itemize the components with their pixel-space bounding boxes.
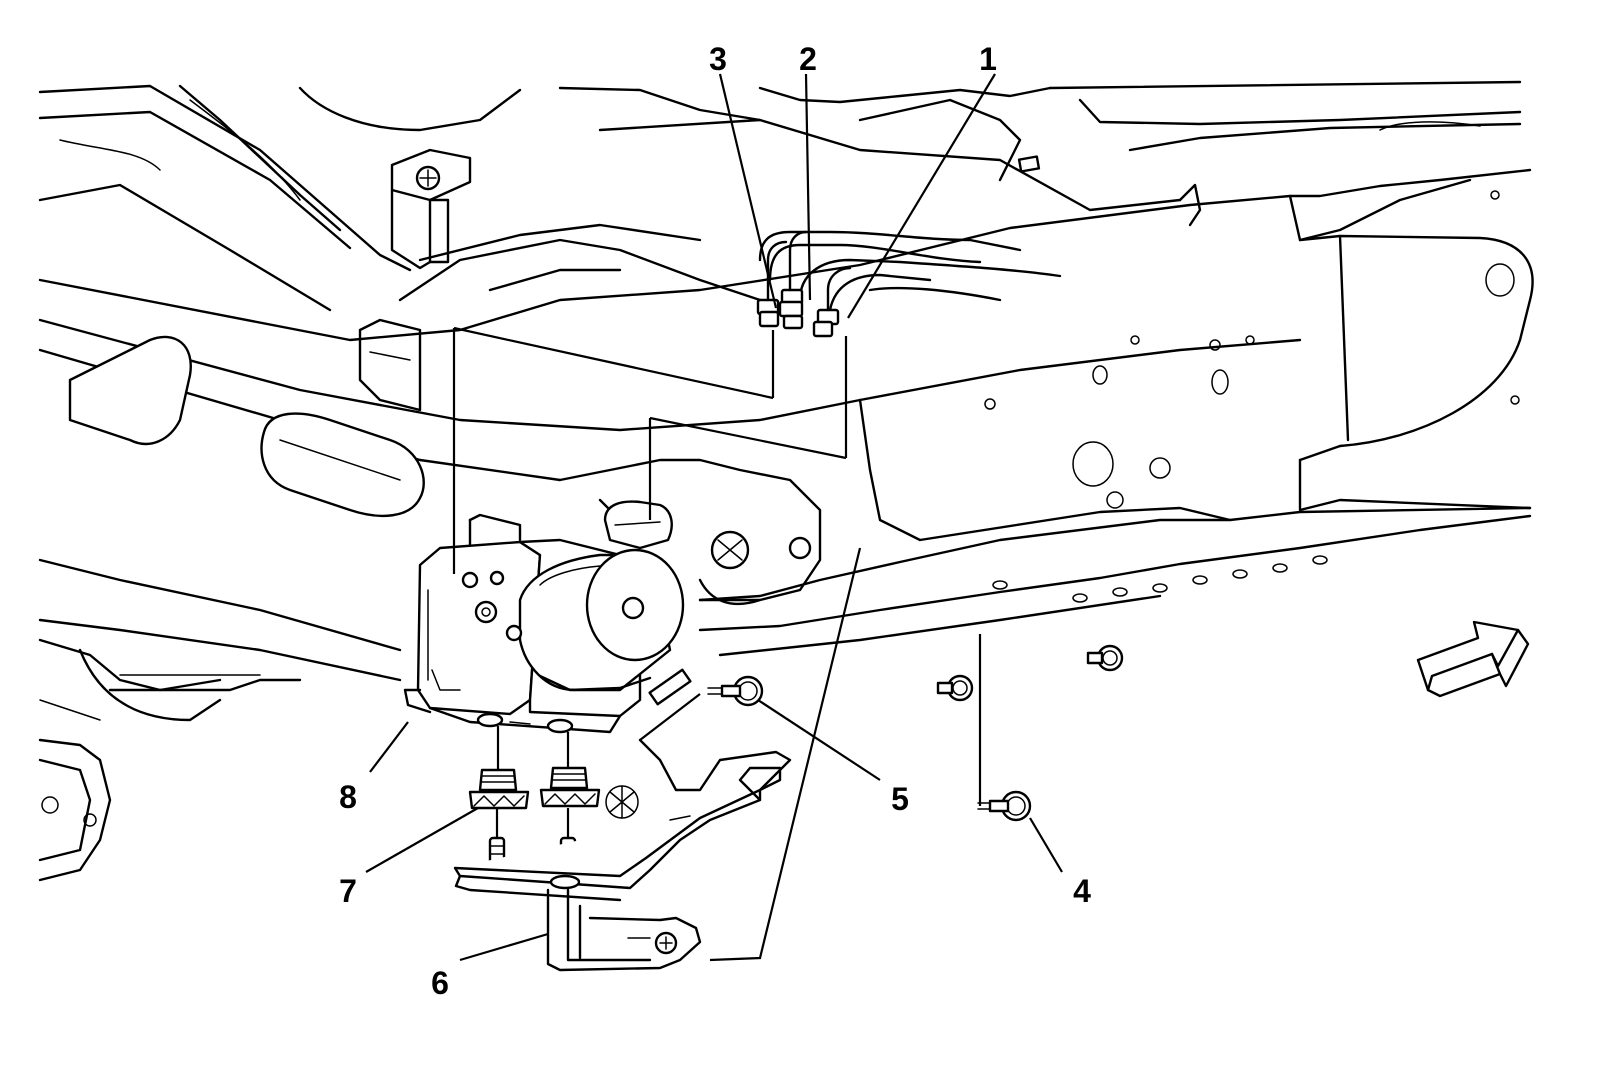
callout-labels: 1 2 3 4 5 6 7 8: [339, 41, 1091, 1001]
callout-2: 2: [799, 41, 817, 77]
module-bracket: [453, 668, 792, 972]
callout-5: 5: [891, 781, 909, 817]
bolt-a: [936, 674, 974, 702]
bolt-4: [977, 790, 1032, 822]
bolt-5: [707, 675, 764, 707]
callout-4: 4: [1073, 873, 1091, 909]
fasteners: [707, 644, 1124, 822]
callout-1: 1: [979, 41, 997, 77]
abs-modulator-assembly: [403, 500, 685, 734]
forward-direction-arrow-icon: [1416, 620, 1530, 698]
brake-pipe-fittings: [756, 230, 852, 338]
bolt-b: [1086, 644, 1124, 672]
vehicle-underbody: [38, 80, 1534, 882]
callout-6: 6: [431, 965, 449, 1001]
brake-pipe-fitting-2: [778, 230, 808, 330]
brake-pipe-fitting-3: [756, 240, 788, 328]
brake-pipe-fitting-1: [812, 266, 852, 338]
isolator-left: [468, 768, 530, 868]
callout-8: 8: [339, 779, 357, 815]
leader-lines: [365, 73, 1063, 962]
callout-7: 7: [339, 873, 357, 909]
callout-3: 3: [709, 41, 727, 77]
